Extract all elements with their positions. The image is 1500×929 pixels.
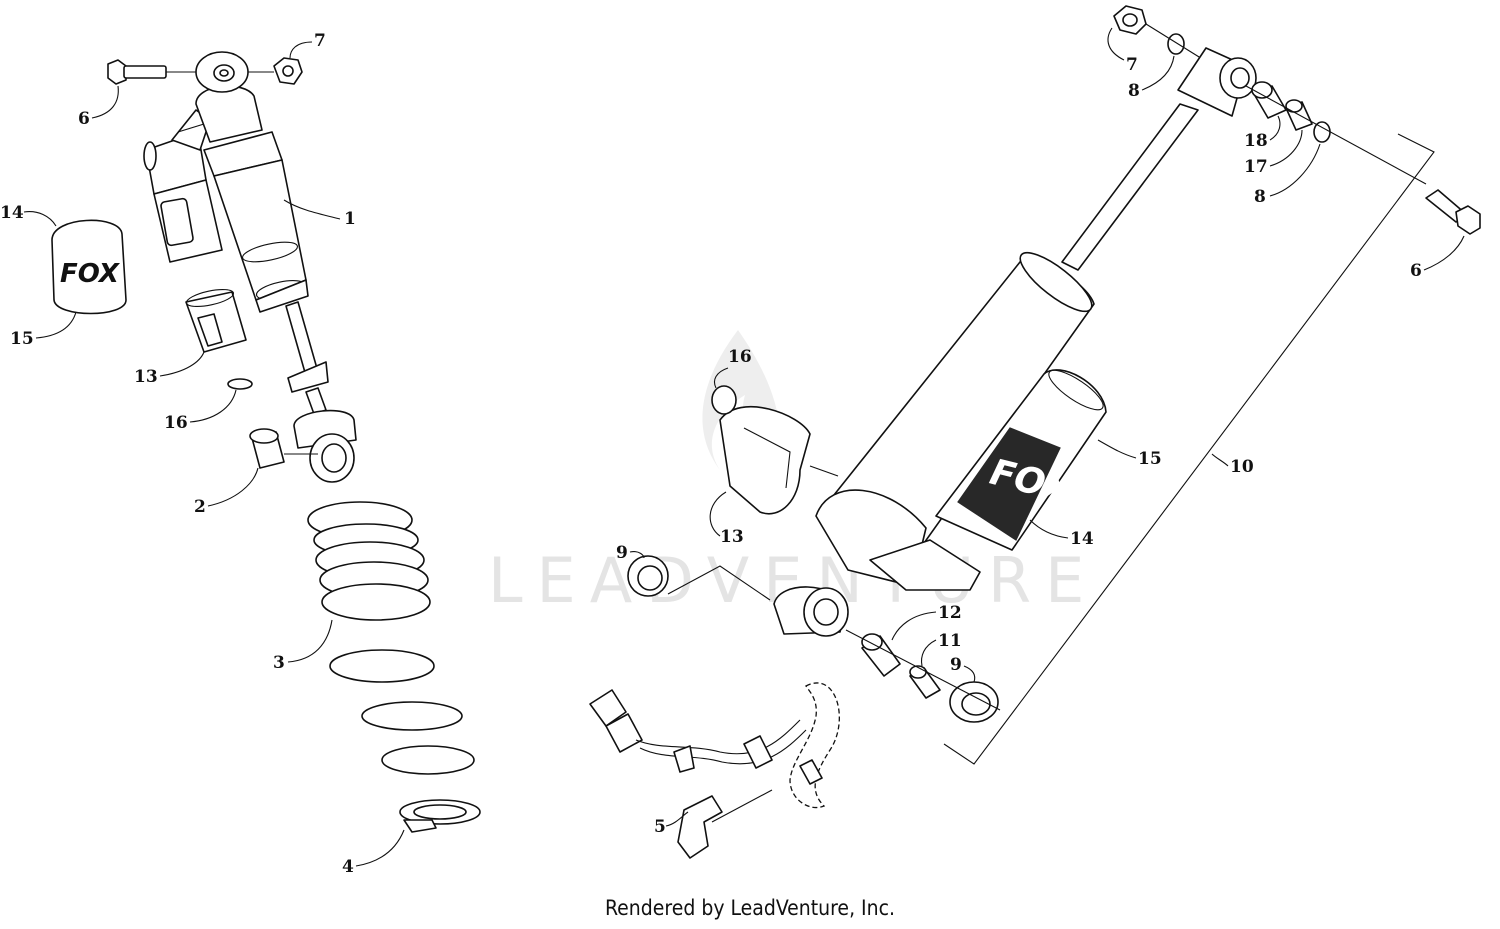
left-eye-bushing (249, 428, 318, 469)
callout-r17: 17 (1244, 157, 1268, 177)
right-lower-mount (773, 489, 981, 637)
callout-r9a: 9 (616, 543, 628, 563)
right-top-eye (1177, 47, 1257, 117)
callout-r16: 16 (728, 347, 752, 367)
right-top-washer (1167, 33, 1185, 55)
callout-r18: 18 (1244, 131, 1268, 151)
callout-7: 7 (314, 31, 326, 51)
left-spring-seat (399, 799, 481, 833)
right-harness-clip (677, 789, 773, 859)
callout-r14: 14 (1070, 529, 1094, 549)
left-decal-text: FOX (60, 259, 121, 289)
callout-13: 13 (134, 367, 158, 387)
callout-r11: 11 (938, 631, 962, 651)
right-shaft (1061, 103, 1199, 271)
callout-r10: 10 (1230, 457, 1254, 477)
right-top-sleeve (1285, 99, 1313, 131)
callout-r13: 13 (720, 527, 744, 547)
left-o-ring (227, 378, 253, 390)
callout-r12: 12 (938, 603, 962, 623)
right-callouts: 5 6 7 8 8 9 9 10 11 12 13 14 15 (616, 27, 1465, 837)
right-top-washer-2 (1313, 121, 1331, 143)
callout-6: 6 (78, 109, 90, 129)
left-fox-decal: FOX (51, 219, 127, 315)
callout-15: 15 (10, 329, 34, 349)
left-clip-sleeve (185, 288, 247, 353)
right-wiring-harness (589, 682, 840, 809)
left-lock-nut (240, 57, 303, 85)
left-callouts: 1 2 3 4 6 7 13 14 15 16 (0, 31, 405, 877)
right-top-spacer (1251, 81, 1287, 119)
callout-3: 3 (273, 653, 285, 673)
callout-4: 4 (342, 857, 354, 877)
right-mount-bolt (1425, 189, 1481, 235)
callout-r6: 6 (1410, 261, 1422, 281)
right-shock-assembly: FOX (589, 5, 1481, 859)
callout-r5: 5 (654, 817, 666, 837)
left-mount-bolt (107, 59, 198, 85)
left-shock-shaft (285, 301, 329, 415)
assembly-bracket (943, 133, 1435, 765)
right-reservoir: FOX (935, 369, 1107, 551)
right-lower-bushing (949, 681, 999, 723)
callout-r7: 7 (1126, 55, 1138, 75)
left-lower-eye (293, 409, 357, 483)
callout-14: 14 (0, 203, 24, 223)
right-top-nut (1113, 5, 1147, 35)
left-shock-assembly: FOX 1 2 3 4 6 7 13 14 15 16 (0, 31, 481, 877)
right-left-bushing (627, 555, 771, 601)
callout-r8a: 8 (1128, 81, 1140, 101)
right-clip-sleeve (719, 405, 839, 515)
callout-r15: 15 (1138, 449, 1162, 469)
left-reservoir (143, 109, 223, 263)
callout-r9b: 9 (950, 655, 962, 675)
left-coil-spring (307, 501, 475, 775)
callout-16: 16 (164, 413, 188, 433)
callout-r8b: 8 (1254, 187, 1266, 207)
left-shock-body (195, 51, 309, 313)
callout-1: 1 (344, 209, 356, 229)
callout-2: 2 (194, 497, 206, 517)
right-o-ring (711, 385, 737, 415)
footer-credit: Rendered by LeadVenture, Inc. (605, 896, 895, 920)
